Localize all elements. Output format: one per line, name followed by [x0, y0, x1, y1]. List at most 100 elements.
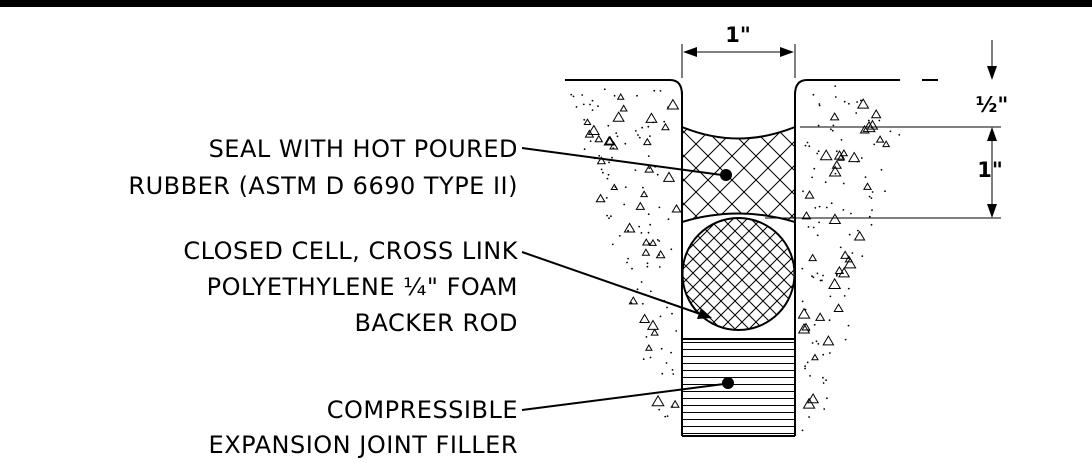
seal-leader-dot [720, 169, 732, 181]
concrete-stipple-dot [664, 415, 667, 418]
concrete-aggregate-mark [870, 109, 882, 119]
concrete-stipple-dot [608, 217, 610, 220]
backer-rod-label-line2: POLYETHYLENE ¼" FOAM [207, 273, 518, 301]
concrete-stipple-dot [847, 324, 850, 327]
concrete-stipple-dot [583, 118, 586, 121]
concrete-stipple-dot [864, 176, 867, 179]
concrete-stipple-dot [640, 232, 643, 234]
concrete-aggregate-mark [843, 257, 857, 269]
concrete-stipple-dot [647, 155, 650, 158]
filler-leader-dot [722, 377, 734, 389]
concrete-stipple-dot [812, 93, 815, 96]
concrete-stipple-dot [666, 306, 668, 309]
concrete-stipple-dot [809, 375, 811, 377]
concrete-aggregate-mark [853, 230, 866, 241]
concrete-stipple-dot [868, 195, 871, 198]
concrete-aggregate-mark [646, 319, 660, 330]
concrete-stipple-dot [649, 290, 652, 293]
concrete-stipple-dot [649, 356, 652, 359]
concrete-aggregate-mark [797, 323, 811, 334]
concrete-stipple-dot [671, 312, 673, 315]
concrete-aggregate-mark [603, 135, 615, 146]
concrete-stipple-dot [570, 93, 573, 96]
concrete-stipple-dot [603, 88, 606, 91]
concrete-stipple-dot [660, 347, 663, 350]
concrete-stipple-dot [638, 225, 641, 228]
concrete-stipple-dot [813, 167, 816, 170]
concrete-aggregate-mark [811, 353, 819, 361]
concrete-stipple-dot [844, 338, 847, 341]
concrete-aggregate-mark [822, 335, 835, 346]
concrete-aggregate-mark [651, 394, 665, 407]
concrete-stipple-dot [600, 168, 603, 171]
dim-arrow-seal-top-down [987, 127, 997, 141]
concrete-stipple-dot [873, 143, 876, 146]
concrete-stipple-dot [636, 94, 638, 97]
concrete-stipple-dot [835, 274, 838, 277]
concrete-stipple-dot [898, 134, 901, 136]
concrete-stipple-dot [658, 206, 661, 209]
filler-label-line2: EXPANSION JOINT FILLER [209, 431, 518, 459]
concrete-stipple-dot [658, 240, 661, 242]
concrete-aggregate-mark [839, 148, 849, 157]
concrete-stipple-dot [641, 126, 643, 129]
pavement-surface-left [565, 79, 683, 96]
concrete-aggregate-mark [866, 119, 879, 130]
concrete-stipple-dot [591, 99, 594, 102]
concrete-stipple-dot [672, 373, 675, 375]
concrete-stipple-dot [870, 197, 873, 200]
concrete-stipple-dot [831, 129, 834, 132]
concrete-stipple-dot [614, 186, 617, 188]
concrete-stipple-dot [589, 140, 592, 143]
concrete-aggregate-mark [838, 267, 851, 278]
concrete-aggregate-mark [819, 149, 833, 161]
concrete-aggregate-mark [840, 250, 851, 259]
top-border-bar [0, 0, 1092, 7]
concrete-stipple-dot [819, 279, 822, 282]
concrete-aggregate-mark [847, 151, 861, 163]
concrete-stipple-right [797, 85, 901, 432]
concrete-stipple-dot [834, 96, 837, 98]
concrete-stipple-dot [847, 287, 850, 290]
concrete-stipple-dot [627, 257, 629, 260]
concrete-stipple-dot [818, 221, 820, 224]
concrete-stipple-dot [855, 112, 858, 114]
concrete-aggregate-mark [610, 183, 619, 191]
concrete-stipple-dot [806, 141, 809, 144]
seal-label-line1: SEAL WITH HOT POURED [209, 135, 518, 163]
concrete-aggregate-mark [642, 137, 652, 146]
concrete-stipple-dot [817, 124, 820, 127]
concrete-aggregate-mark [623, 222, 636, 233]
concrete-stipple-dot [812, 276, 815, 279]
concrete-stipple-dot [642, 358, 645, 361]
concrete-aggregate-mark [655, 249, 666, 259]
seal-leader [521, 147, 723, 176]
concrete-stipple-dot [814, 207, 817, 209]
concrete-aggregate-mark [635, 201, 646, 210]
concrete-stipple-dot [856, 160, 859, 163]
concrete-stipple-dot [830, 128, 832, 131]
filler-leader [521, 383, 725, 411]
seal-bottom-meniscus [681, 212, 796, 223]
concrete-stipple-dot [647, 125, 650, 128]
concrete-stipple-dot [871, 191, 874, 193]
concrete-stipple-dot [582, 103, 585, 106]
concrete-stipple-dot [613, 94, 616, 97]
concrete-stipple-dot [642, 186, 644, 189]
concrete-stipple-dot [829, 295, 832, 298]
concrete-stipple-dot [658, 254, 661, 256]
concrete-aggregate-mark [829, 112, 840, 121]
concrete-stipple-dot [658, 266, 661, 268]
concrete-stipple-dot [675, 330, 678, 332]
concrete-stipple-dot [857, 229, 859, 232]
concrete-aggregate-mark [619, 104, 628, 112]
concrete-aggregate-mark [594, 134, 604, 143]
recess-depth-text: ½" [976, 93, 1009, 117]
concrete-aggregate-mark [616, 93, 625, 100]
concrete-aggregate-mark [644, 344, 653, 351]
concrete-stipple-dot [821, 279, 823, 282]
concrete-stipple-dot [667, 106, 669, 109]
concrete-aggregate-mark [828, 165, 842, 177]
concrete-stipple-left [570, 88, 682, 418]
